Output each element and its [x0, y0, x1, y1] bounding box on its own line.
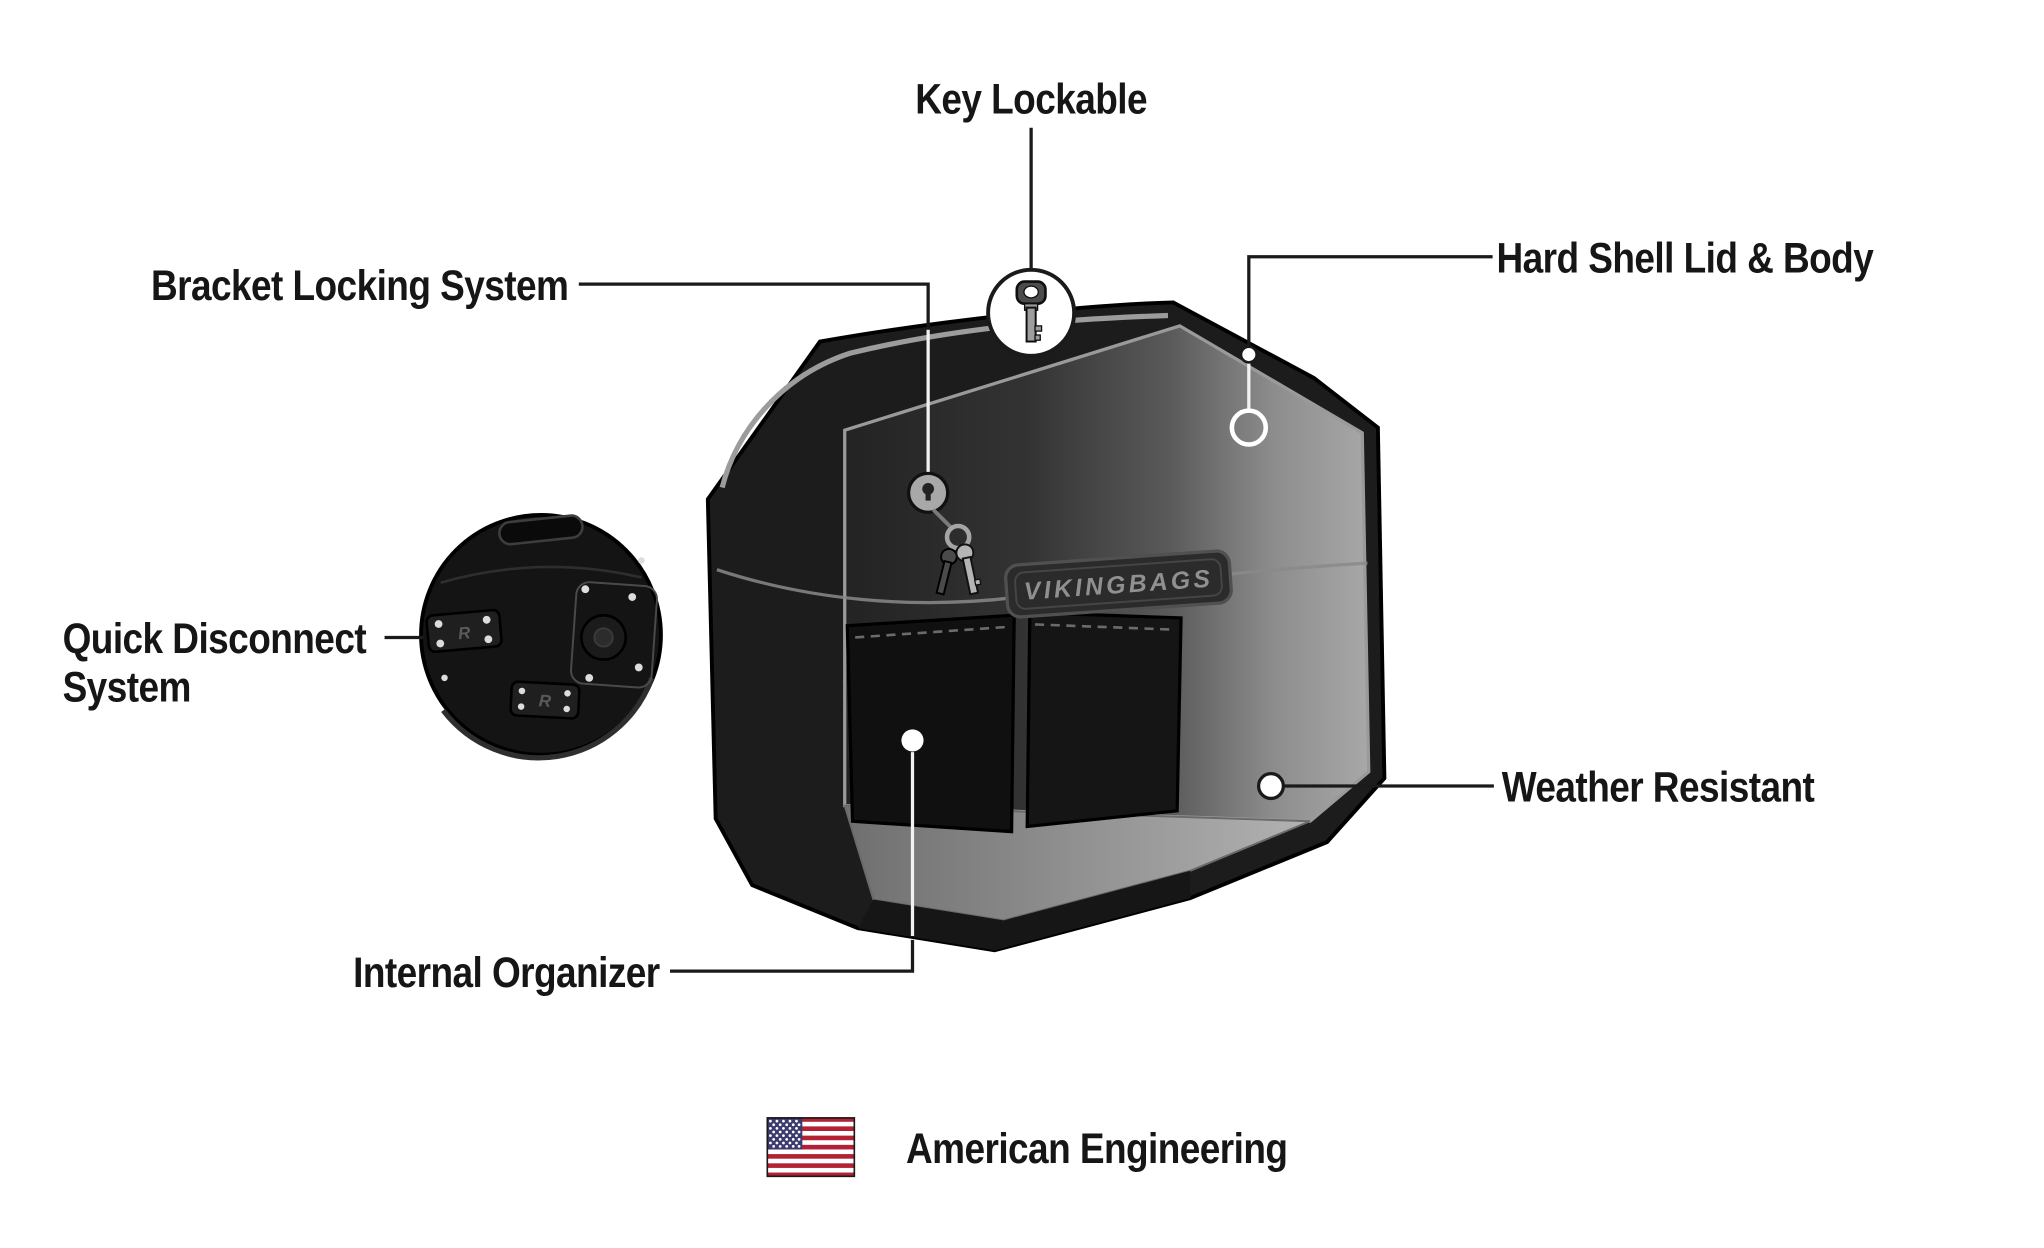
organizer-pocket-right — [1025, 610, 1183, 829]
dangling-key-light-icon — [955, 543, 982, 596]
callout-label-key-lockable: Key Lockable — [915, 74, 1148, 123]
quick-disconnect-inset: R R — [419, 512, 663, 761]
organizer-pocket-left-stitch — [855, 625, 1007, 639]
hard-shell-bag: VIKINGBAGS — [705, 300, 1387, 953]
callout-line-hard-shell — [1247, 255, 1493, 346]
callout-label-quick-disconnect-line1: Quick Disconnect — [62, 613, 367, 663]
footer-american-engineering: American Engineering — [905, 1123, 1288, 1172]
marker-internal-organizer — [901, 729, 924, 752]
bag-interior-floor — [843, 804, 1311, 922]
lock-icon — [906, 471, 982, 596]
callout-label-weather-resistant: Weather Resistant — [1501, 762, 1815, 811]
organizer-pocket-right-stitch — [1034, 623, 1174, 631]
marker-hard-shell — [1229, 408, 1269, 447]
mount-bracket-left-icon: R — [425, 608, 503, 654]
callout-label-quick-disconnect-line2: System — [62, 662, 192, 711]
callout-label-internal-organizer: Internal Organizer — [353, 947, 660, 996]
callout-markers — [901, 345, 1285, 801]
mount-bracket-bottom-icon: R — [509, 680, 581, 720]
bracket-mark: R — [457, 623, 472, 643]
key-icon — [986, 267, 1077, 358]
bracket-mark: R — [538, 691, 552, 711]
callout-line-bracket-locking — [578, 282, 930, 330]
internal-organizer-pockets — [845, 610, 1183, 834]
marker-weather-resistant — [1256, 772, 1285, 801]
callout-line-internal-organizer — [670, 939, 915, 973]
callout-label-bracket-locking-system: Bracket Locking System — [150, 260, 569, 309]
callout-label-hard-shell-lid-body: Hard Shell Lid & Body — [1496, 233, 1874, 282]
callout-lines — [384, 127, 1494, 973]
bag-bottom-edge — [857, 870, 1191, 951]
callout-label-quick-disconnect-system: Quick Disconnect System — [63, 614, 367, 710]
brand-plate: VIKINGBAGS — [1004, 549, 1233, 619]
us-flag-icon — [766, 1117, 856, 1178]
dangling-key-dark-icon — [935, 547, 958, 596]
handle-slot-icon — [498, 514, 584, 546]
organizer-pocket-left — [845, 613, 1016, 834]
marker-hard-shell-small — [1239, 345, 1258, 364]
mount-latch-right-icon — [570, 581, 658, 689]
